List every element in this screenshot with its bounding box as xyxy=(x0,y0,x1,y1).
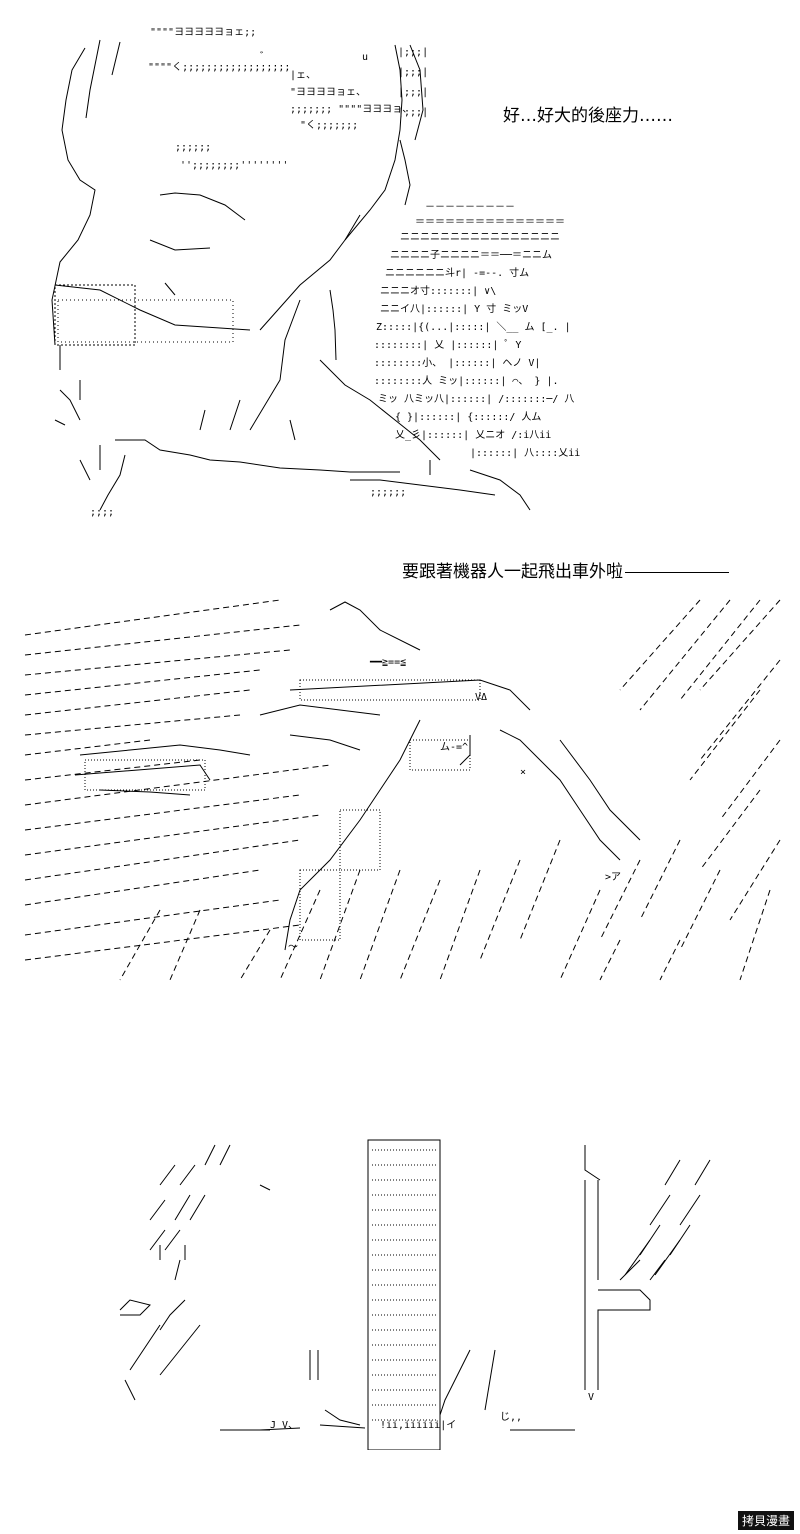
svg-text:;;;;;;: ;;;;;; xyxy=(175,142,211,153)
caption-dash xyxy=(625,571,729,573)
svg-text:::::::::小、 |::::::| ヘノ: ::::::::小、 |::::::| ヘノ V| xyxy=(374,357,540,369)
caption-recoil: 好…好大的後座力…… xyxy=(503,106,673,126)
svg-text:!ii,iiiiii|イ: !ii,iiiiii|イ xyxy=(380,1420,456,1431)
panel-flying-out: 要跟著機器人一起飛出車外啦 xyxy=(0,540,800,1000)
svg-text:;;;;;;; """"ヨヨヨョ、: ;;;;;;; """"ヨヨヨョ、 xyxy=(290,104,412,115)
svg-text:━━≧==≦: ━━≧==≦ xyxy=(369,657,406,668)
svg-text:ム-=^: ム-=^ xyxy=(440,741,468,753)
watermark-label: 拷貝漫畫 xyxy=(737,1511,794,1530)
svg-text:"く;;;;;;;: "く;;;;;;; xyxy=(300,120,358,131)
svg-text:＝＝＝＝＝＝＝＝＝＝＝＝＝＝＝: ＝＝＝＝＝＝＝＝＝＝＝＝＝＝＝ xyxy=(415,217,565,228)
svg-text:－－－－－－－－－: －－－－－－－－－ xyxy=(425,202,515,213)
svg-text:u: u xyxy=(362,52,368,63)
svg-text:|;;;|: |;;;| xyxy=(398,87,428,98)
svg-text:ニニニニ子ニニニニ＝＝──＝ニニム: ニニニニ子ニニニニ＝＝──＝ニニム xyxy=(390,249,552,261)
ascii-art-speed-lines: ━━≧==≦ VΔ ム-=^ × >ア 〜 xyxy=(24,599,781,981)
svg-text:>ア: >ア xyxy=(605,872,621,883)
svg-text:J V、: J V、 xyxy=(270,1420,298,1431)
svg-text:""""ヨヨヨヨヨョェ;;: """"ヨヨヨヨヨョェ;; xyxy=(150,27,256,38)
ascii-art-wreckage: J V、 !ii,iiiiii|イ じ,, V xyxy=(119,1139,711,1450)
svg-text:ニニニオ寸:::::::| ∨\: ニニニオ寸:::::::| ∨\ xyxy=(380,284,496,297)
svg-text:::::::::| 乂 |::::::| ﾟ: ::::::::| 乂 |::::::| ﾟ Y xyxy=(374,339,521,351)
svg-text:;;;;: ;;;; xyxy=(90,507,114,518)
svg-text:ニニニニニニ斗r| -=--. 寸ム: ニニニニニニ斗r| -=--. 寸ム xyxy=(385,266,529,279)
svg-text:ニニニニニニニニニニニニニニニニ: ニニニニニニニニニニニニニニニニ xyxy=(400,232,560,243)
svg-text:""""く;;;;;;;;;;;;;;;;;;: """"く;;;;;;;;;;;;;;;;;; xyxy=(148,62,290,73)
svg-text:ニニイ八|::::::| Y 寸 ミッV: ニニイ八|::::::| Y 寸 ミッV xyxy=(380,302,528,315)
svg-text:じ,,: じ,, xyxy=(500,1411,522,1423)
ascii-art-man-in-car: """"ヨヨヨヨヨョェ;; """"く;;;;;;;;;;;;;;;;;; ゛ … xyxy=(51,27,580,518)
caption-flying-out-text: 要跟著機器人一起飛出車外啦 xyxy=(402,562,623,582)
svg-text:|;;;|: |;;;| xyxy=(398,107,428,118)
caption-flying-out: 要跟著機器人一起飛出車外啦 xyxy=(402,557,729,582)
svg-text:|;;;|: |;;;| xyxy=(398,67,428,78)
svg-text:V: V xyxy=(588,1392,594,1403)
svg-text:"ヨヨヨヨョェ、: "ヨヨヨヨョェ、 xyxy=(290,87,366,98)
svg-text:;;;;;;: ;;;;;; xyxy=(370,487,406,498)
svg-text:×: × xyxy=(520,767,526,778)
panel-recoil: """"ヨヨヨヨヨョェ;; """"く;;;;;;;;;;;;;;;;;; ゛ … xyxy=(0,0,800,530)
svg-text:|::::::| 八::::乂ii: |::::::| 八::::乂ii xyxy=(470,448,580,459)
svg-text:〜: 〜 xyxy=(288,942,298,953)
svg-text:|;;;|: |;;;| xyxy=(398,47,428,58)
svg-text:゛: ゛ xyxy=(260,51,270,63)
svg-text:'';;;;;;;;'''''''': '';;;;;;;;'''''''' xyxy=(180,160,288,171)
svg-text:ミッ 八ミッ八|::::::| /:::::::─/ 八: ミッ 八ミッ八|::::::| /:::::::─/ 八 xyxy=(378,394,574,405)
svg-text:::::::::人 ミッ|::::::| ⌒、 }: ::::::::人 ミッ|::::::| ⌒、 } |. xyxy=(374,375,559,387)
svg-text:{ }|::::::| {::::::/ 人ム: { }|::::::| {::::::/ 人ム xyxy=(395,411,541,423)
panel-wreckage: J V、 !ii,iiiiii|イ じ,, V xyxy=(0,1110,800,1450)
svg-text:Z:::::|{(...|:::::| ＼__ ム [_: Z:::::|{(...|:::::| ＼__ ム [_. | xyxy=(376,321,571,333)
svg-text:|ェ、: |ェ、 xyxy=(290,70,316,81)
svg-text:乂_彡|::::::| 乂ニオ /:i八ii: 乂_彡|::::::| 乂ニオ /:i八ii xyxy=(395,429,551,441)
svg-text:VΔ: VΔ xyxy=(475,692,487,703)
